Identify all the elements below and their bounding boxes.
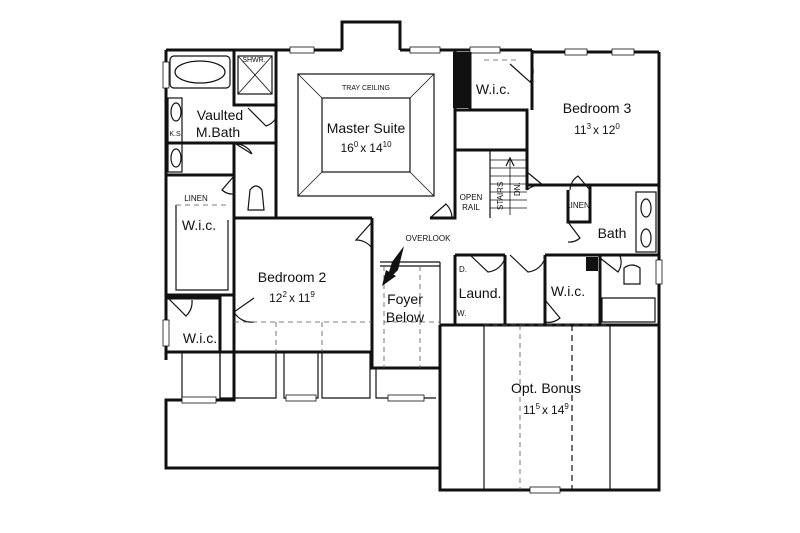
wic-bed2-label: W.i.c. [183,330,217,346]
tray-ceiling [297,73,435,197]
dryer-label: D. [459,265,467,274]
bath-fixtures [167,55,657,285]
shower-label: SHWR. [242,57,265,64]
overlook-arrow-icon [382,246,404,286]
linen-left-label: LINEN [184,194,208,203]
open-rail-label-1: OPEN [460,193,483,202]
master-suite-label: Master Suite [327,120,406,136]
stair-treads [490,156,527,215]
chase-wall-2 [586,257,598,271]
wic-right-label: W.i.c. [551,283,585,299]
overlook-label: OVERLOOK [406,234,452,243]
linen-right-label: LINEN [566,201,590,210]
dashed-lines [176,59,610,490]
wic-master-label: W.i.c. [182,217,216,233]
foyer-label-2: Below [386,309,425,325]
tray-ceiling-label: TRAY CEILING [342,85,390,92]
doors [167,63,622,323]
bonus-label: Opt. Bonus [511,380,581,396]
interior-walls [166,50,659,368]
vaulted-bath-label-1: Vaulted [197,107,243,123]
foyer-label-1: Foyer [387,291,423,307]
bedroom2-label: Bedroom 2 [258,269,327,285]
bedroom3-label: Bedroom 3 [563,100,632,116]
ks-label: K.S. [169,131,182,138]
bath-label: Bath [598,225,627,241]
wic-bed3-label: W.i.c. [476,81,510,97]
washer-label: W. [457,309,466,318]
open-rail-label-2: RAIL [462,203,480,212]
vaulted-bath-label-2: M.Bath [196,124,240,140]
windows [162,46,663,494]
stairs-dn-label: DN. [513,182,522,196]
laundry-label: Laund. [459,285,502,301]
chase-wall [453,52,469,108]
stairs-label: STAIRS [496,182,505,210]
